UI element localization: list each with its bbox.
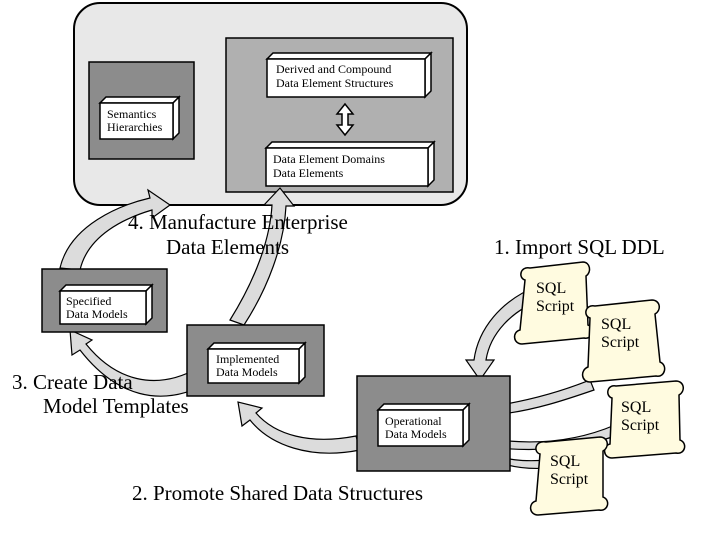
- sql-script-scroll-3[interactable]: SQL Script: [603, 380, 686, 459]
- script-2-line1: SQL: [601, 316, 631, 333]
- derived-label-line2: Data Element Structures: [276, 76, 394, 90]
- step-1-label: 1. Import SQL DDL: [494, 235, 665, 259]
- script-1-line2: Script: [536, 298, 575, 315]
- domains-label-line2: Data Elements: [273, 166, 344, 180]
- derived-compound-box[interactable]: Derived and Compound Data Element Struct…: [265, 51, 433, 99]
- script-3-line1: SQL: [621, 399, 651, 416]
- step-3-label-line1: 3. Create Data: [12, 370, 133, 394]
- step-4-label-line1: 4. Manufacture Enterprise: [128, 210, 348, 234]
- implemented-label-line1: Implemented: [216, 352, 279, 366]
- specified-label-line2: Data Models: [66, 307, 128, 321]
- operational-label-line2: Data Models: [385, 427, 447, 441]
- operational-data-models-box[interactable]: Operational Data Models: [376, 402, 471, 448]
- semantics-label-line1: Semantics: [107, 107, 157, 121]
- derived-label-line1: Derived and Compound: [276, 62, 391, 76]
- script-4-line2: Script: [550, 471, 589, 488]
- step-3-label-line2: Model Templates: [43, 394, 189, 418]
- step-2-label: 2. Promote Shared Data Structures: [132, 481, 423, 505]
- implemented-label-line2: Data Models: [216, 365, 278, 379]
- sql-script-scroll-2[interactable]: SQL Script: [581, 299, 666, 383]
- operational-label-line1: Operational: [385, 414, 442, 428]
- semantics-hierarchies-box[interactable]: Semantics Hierarchies: [98, 95, 181, 141]
- script-4-line1: SQL: [550, 453, 580, 470]
- element-domains-box[interactable]: Data Element Domains Data Elements: [264, 140, 436, 188]
- specified-label-line1: Specified: [66, 294, 111, 308]
- script-1-line1: SQL: [536, 280, 566, 297]
- sql-script-scroll-1[interactable]: SQL Script: [513, 261, 594, 345]
- script-2-line2: Script: [601, 334, 640, 351]
- promote-arrow: [237, 401, 361, 454]
- implemented-data-models-box[interactable]: Implemented Data Models: [206, 341, 307, 385]
- specified-data-models-box[interactable]: Specified Data Models: [58, 283, 154, 326]
- double-arrow-icon: [335, 102, 355, 137]
- domains-label-line1: Data Element Domains: [273, 152, 385, 166]
- script-3-line2: Script: [621, 417, 660, 434]
- step-4-label-line2: Data Elements: [166, 235, 289, 259]
- sql-script-scroll-4[interactable]: SQL Script: [529, 436, 609, 516]
- manufacture-arrows: [59, 187, 296, 326]
- semantics-label-line2: Hierarchies: [107, 120, 163, 134]
